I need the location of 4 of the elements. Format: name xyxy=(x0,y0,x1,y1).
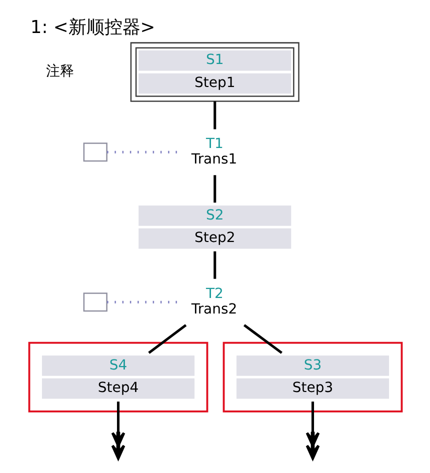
diagram-title: 1: <新顺控器> xyxy=(30,16,155,38)
node-text: T1 Trans1 xyxy=(190,136,237,168)
label: 注释 xyxy=(45,64,74,80)
node-text: T2 Trans2 xyxy=(190,286,237,318)
